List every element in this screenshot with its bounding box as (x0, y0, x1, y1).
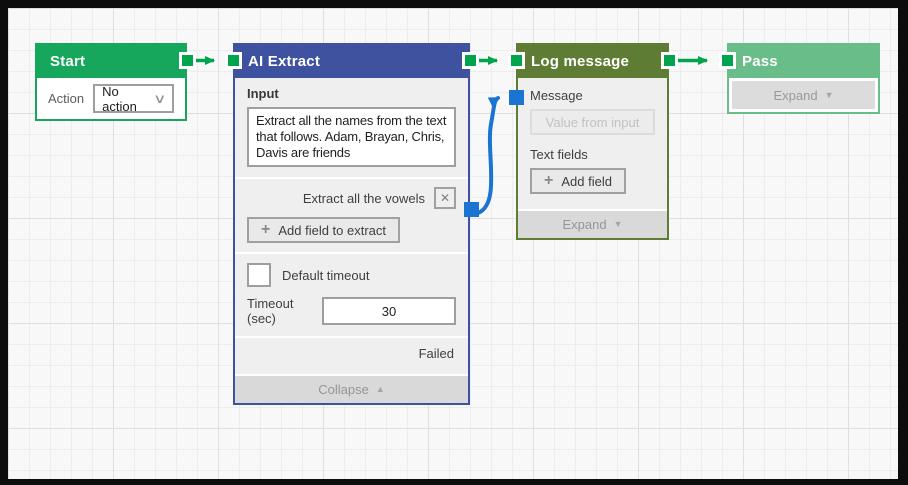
start-title: Start (50, 53, 86, 70)
close-icon: ✕ (439, 191, 451, 205)
collapse-button[interactable]: Collapse ▲ (235, 374, 468, 403)
add-field-to-extract-label: Add field to extract (278, 222, 387, 238)
caret-down-icon: ▼ (824, 89, 834, 100)
input-textarea[interactable]: Extract all the names from the text that… (247, 107, 456, 167)
pass-header[interactable]: Pass (729, 45, 878, 78)
node-ai-extract[interactable]: AI Extract Input Extract all the names f… (233, 43, 470, 405)
caret-up-icon: ▲ (375, 384, 385, 394)
section-divider (235, 336, 468, 338)
ai-extract-header[interactable]: AI Extract (235, 45, 468, 78)
log-message-input-port[interactable] (507, 52, 525, 69)
expand-label: Expand (562, 217, 607, 232)
add-field-button[interactable]: + Add field (530, 168, 626, 194)
timeout-row: Timeout (sec) (247, 296, 456, 326)
start-output-port[interactable] (178, 52, 196, 69)
extract-field-row: Extract all the vowels ✕ (247, 179, 456, 217)
chevron-down-icon: ∨ (153, 90, 167, 106)
log-message-output-port[interactable] (660, 52, 678, 69)
expand-button-log[interactable]: Expand ▼ (518, 209, 667, 238)
action-select-value: No action (102, 83, 137, 114)
pass-title: Pass (742, 53, 778, 70)
message-label: Message (530, 88, 583, 103)
start-body: Action No action ∨ (37, 78, 185, 119)
plus-icon: + (261, 221, 271, 238)
add-field-label: Add field (561, 173, 612, 189)
section-divider (235, 252, 468, 254)
log-message-header[interactable]: Log message (518, 45, 667, 78)
ai-extract-title: AI Extract (248, 53, 321, 70)
timeout-label: Timeout (sec) (247, 296, 294, 326)
ai-extract-input-port[interactable] (224, 52, 242, 69)
expand-label: Expand (773, 87, 818, 103)
pass-body: Expand ▼ (729, 78, 878, 112)
input-label: Input (247, 86, 279, 101)
log-message-body: Message Value from input Text fields + A… (518, 78, 667, 198)
default-timeout-row: Default timeout (247, 254, 456, 296)
action-select[interactable]: No action ∨ (93, 83, 174, 114)
section-divider (235, 177, 468, 179)
message-input-port[interactable] (509, 90, 524, 105)
node-pass[interactable]: Pass Expand ▼ (727, 43, 880, 114)
plus-icon: + (544, 172, 554, 189)
collapse-label: Collapse (318, 382, 369, 397)
ai-extract-output-port[interactable] (461, 52, 479, 69)
timeout-input[interactable] (322, 297, 456, 325)
remove-field-button[interactable]: ✕ (434, 187, 456, 209)
text-fields-label: Text fields (530, 147, 588, 162)
default-timeout-checkbox[interactable] (247, 263, 271, 287)
action-label: Action (48, 91, 85, 106)
start-header[interactable]: Start (37, 45, 185, 78)
extract-field-output-port[interactable] (464, 202, 479, 217)
add-field-to-extract-button[interactable]: + Add field to extract (247, 217, 401, 243)
extract-field-value: Extract all the vowels (302, 190, 425, 206)
log-message-title: Log message (531, 53, 630, 70)
message-input[interactable]: Value from input (530, 109, 655, 135)
pass-input-port[interactable] (718, 52, 736, 69)
ai-extract-body: Input Extract all the names from the tex… (235, 78, 468, 374)
caret-down-icon: ▼ (613, 219, 623, 229)
default-timeout-label: Default timeout (282, 267, 370, 283)
node-log-message[interactable]: Log message Message Value from input Tex… (516, 43, 669, 240)
status-label: Failed (418, 346, 454, 361)
expand-button-pass[interactable]: Expand ▼ (732, 81, 875, 109)
node-start[interactable]: Start Action No action ∨ (35, 43, 187, 121)
